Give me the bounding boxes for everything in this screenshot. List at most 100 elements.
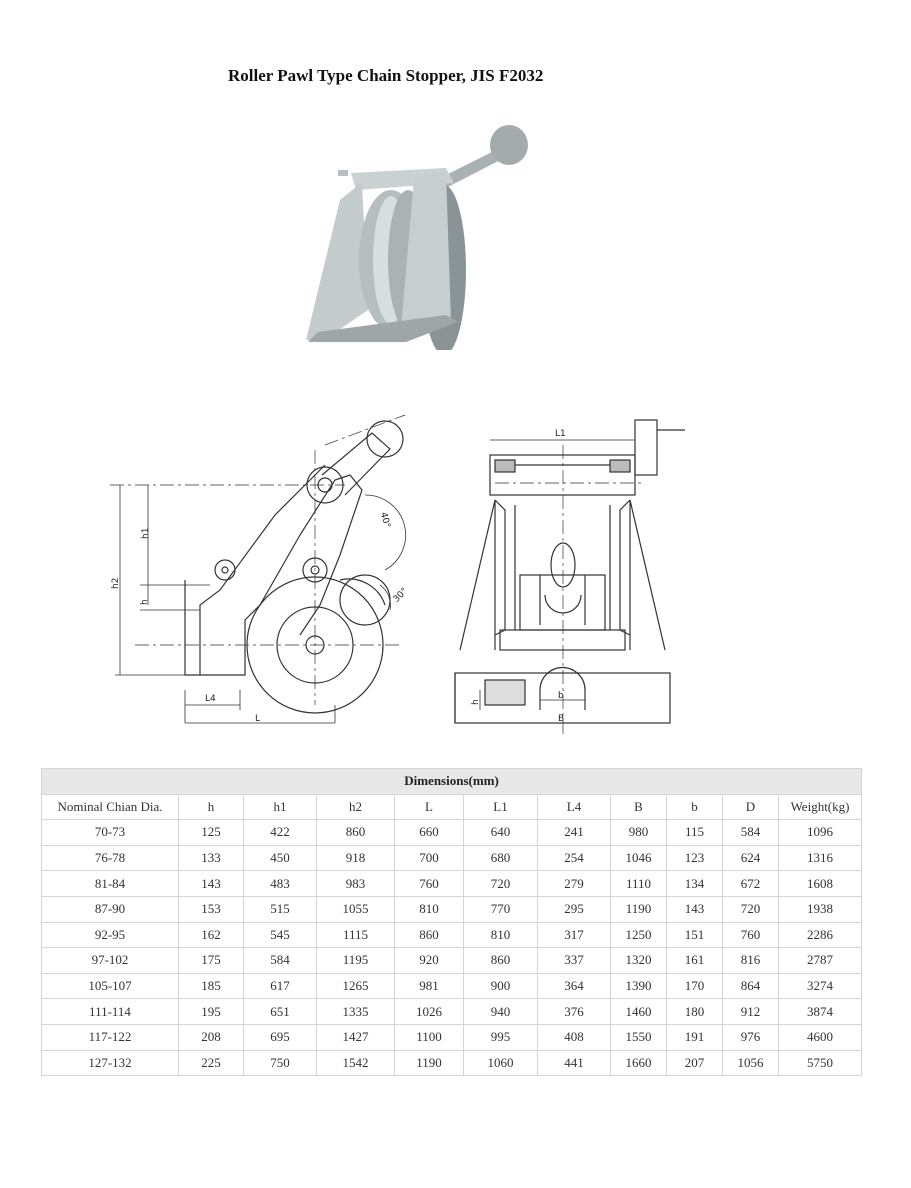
table-cell: 441	[537, 1049, 611, 1077]
label-l1: L1	[555, 429, 566, 439]
table-cell: 92-95	[41, 921, 179, 949]
table-cell: 153	[178, 895, 244, 923]
table-cell: 180	[666, 998, 723, 1025]
label-h-front: h	[471, 699, 481, 705]
table-cell: 225	[178, 1049, 244, 1077]
table-cell: 640	[463, 819, 538, 846]
label-40: 40°	[378, 511, 392, 529]
table-cell: 483	[243, 870, 317, 897]
side-view	[110, 414, 406, 724]
table-cell: 279	[537, 870, 611, 897]
table-cell: 1190	[610, 895, 667, 923]
table-cell: 408	[537, 1023, 611, 1051]
column-header: D	[722, 793, 779, 821]
table-cell: 3874	[777, 998, 863, 1025]
dimension-drawing: h2 h1 h L4 L 40° 30°	[110, 414, 685, 735]
table-caption: Dimensions(mm)	[40, 768, 863, 795]
table-cell: 810	[463, 921, 538, 949]
table-cell: 983	[316, 870, 395, 897]
table-cell: 207	[666, 1049, 723, 1077]
column-header: L4	[537, 793, 611, 821]
table-cell: 1190	[394, 1049, 464, 1077]
table-cell: 617	[243, 972, 317, 1000]
table-cell: 1096	[777, 819, 863, 846]
dimensions-table: Dimensions(mm) Nominal Chian Dia. h h1 h…	[40, 768, 863, 1077]
table-cell: 76-78	[41, 844, 179, 872]
column-header: h1	[243, 793, 317, 821]
table-cell: 5750	[777, 1049, 863, 1077]
table-cell: 770	[463, 895, 538, 923]
table-cell: 170	[666, 972, 723, 1000]
table-caption-row: Dimensions(mm)	[40, 768, 863, 795]
table-cell: 4600	[777, 1023, 863, 1051]
table-cell: 1320	[610, 947, 667, 974]
table-cell: 920	[394, 947, 464, 974]
column-header: L	[394, 793, 464, 821]
table-cell: 1335	[316, 998, 395, 1025]
label-l: L	[255, 714, 260, 724]
table-cell: 1056	[722, 1049, 779, 1077]
table-cell: 2787	[777, 947, 863, 974]
column-header: B	[610, 793, 667, 821]
table-cell: 1542	[316, 1049, 395, 1077]
table-cell: 1026	[394, 998, 464, 1025]
table-cell: 422	[243, 819, 317, 846]
table-cell: 175	[178, 947, 244, 974]
table-cell: 1060	[463, 1049, 538, 1077]
table-cell: 195	[178, 998, 244, 1025]
table-cell: 995	[463, 1023, 538, 1051]
page-title: Roller Pawl Type Chain Stopper, JIS F203…	[228, 66, 544, 85]
table-cell: 254	[537, 844, 611, 872]
table-cell: 185	[178, 972, 244, 1000]
table-cell: 720	[463, 870, 538, 897]
table-cell: 241	[537, 819, 611, 846]
table-cell: 2286	[777, 921, 863, 949]
column-header: Weight(kg)	[777, 793, 863, 821]
table-cell: 1608	[777, 870, 863, 897]
table-cell: 980	[610, 819, 667, 846]
label-b-upper: B	[558, 714, 564, 724]
table-cell: 115	[666, 819, 723, 846]
table-cell: 584	[243, 947, 317, 974]
table-cell: 1046	[610, 844, 667, 872]
table-cell: 940	[463, 998, 538, 1025]
table-cell: 515	[243, 895, 317, 923]
table-cell: 864	[722, 972, 779, 1000]
label-l4: L4	[205, 694, 216, 704]
table-cell: 125	[178, 819, 244, 846]
table-cell: 750	[243, 1049, 317, 1077]
table-cell: 695	[243, 1023, 317, 1051]
label-30: 30°	[392, 586, 410, 604]
table-cell: 1055	[316, 895, 395, 923]
table-cell: 3274	[777, 972, 863, 1000]
table-cell: 584	[722, 819, 779, 846]
table-cell: 117-122	[41, 1023, 179, 1051]
column-header: Nominal Chian Dia.	[41, 793, 179, 821]
table-cell: 143	[666, 895, 723, 923]
label-h: h	[140, 599, 150, 605]
table-cell: 81-84	[41, 870, 179, 897]
table-cell: 133	[178, 844, 244, 872]
table-cell: 1660	[610, 1049, 667, 1077]
table-header-row: Nominal Chian Dia. h h1 h2 L L1 L4 B b D…	[41, 793, 863, 821]
table-cell: 97-102	[41, 947, 179, 974]
table-cell: 810	[394, 895, 464, 923]
table-cell: 672	[722, 870, 779, 897]
label-h1: h1	[141, 528, 151, 539]
table-cell: 1115	[316, 921, 395, 949]
table-cell: 143	[178, 870, 244, 897]
table-cell: 317	[537, 921, 611, 949]
table-cell: 1250	[610, 921, 667, 949]
table-cell: 337	[537, 947, 611, 974]
table-cell: 900	[463, 972, 538, 1000]
table-cell: 1316	[777, 844, 863, 872]
table-cell: 860	[316, 819, 395, 846]
label-h2: h2	[111, 578, 121, 589]
table-cell: 191	[666, 1023, 723, 1051]
